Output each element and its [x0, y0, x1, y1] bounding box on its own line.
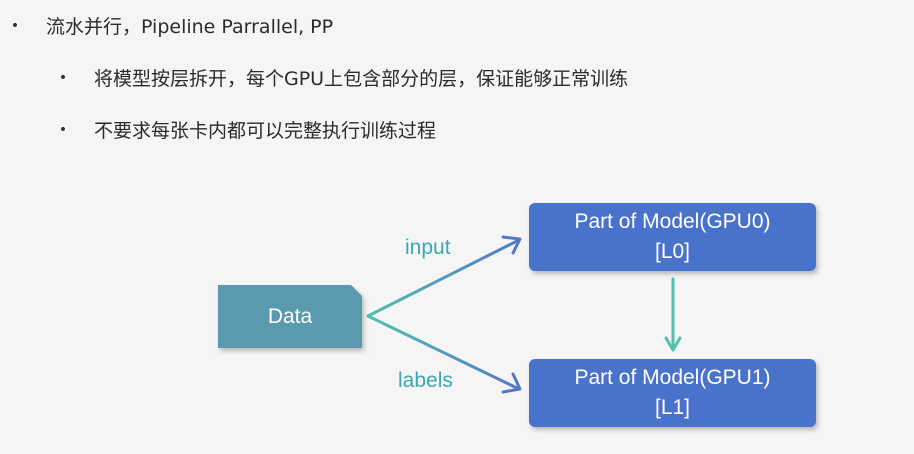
main-bullet-text: 流水并行，Pipeline Parrallel, PP	[46, 16, 334, 38]
bullet-marker: •	[10, 17, 20, 34]
labels-edge-label: labels	[398, 369, 453, 392]
input-arrow	[366, 238, 521, 318]
gpu0-node-line1: Part of Model(GPU0)	[574, 210, 771, 233]
gpu1-node-line1: Part of Model(GPU1)	[574, 366, 771, 389]
gpu0-node-line2: [L0]	[654, 240, 691, 263]
gpu0-to-gpu1-arrowhead	[664, 336, 682, 352]
main-bullet: • 流水并行，Pipeline Parrallel, PP	[4, 12, 333, 39]
sub-bullet-text: 不要求每张卡内都可以完整执行训练过程	[94, 120, 437, 142]
input-edge-label: input	[405, 236, 451, 259]
bullet-marker: •	[58, 69, 68, 86]
gpu1-node-shape	[529, 359, 816, 427]
sub-bullet: • 将模型按层拆开，每个GPU上包含部分的层，保证能够正常训练	[52, 64, 628, 91]
input-arrowhead	[501, 235, 522, 255]
labels-arrow	[366, 314, 521, 391]
sub-bullet-text: 将模型按层拆开，每个GPU上包含部分的层，保证能够正常训练	[94, 68, 629, 90]
gpu0-node-label: Part of Model(GPU0) [L0]	[529, 203, 816, 271]
data-node-label: Data	[218, 285, 362, 348]
data-node-text: Data	[267, 304, 313, 328]
sub-bullet: • 不要求每张卡内都可以完整执行训练过程	[52, 116, 436, 143]
data-node-shape	[218, 285, 362, 348]
labels-arrowhead	[501, 372, 522, 394]
gpu0-node-shape	[529, 203, 816, 271]
gpu1-node-label: Part of Model(GPU1) [L1]	[529, 359, 816, 427]
gpu1-node-line2: [L1]	[654, 396, 691, 419]
bullet-marker: •	[58, 121, 68, 138]
